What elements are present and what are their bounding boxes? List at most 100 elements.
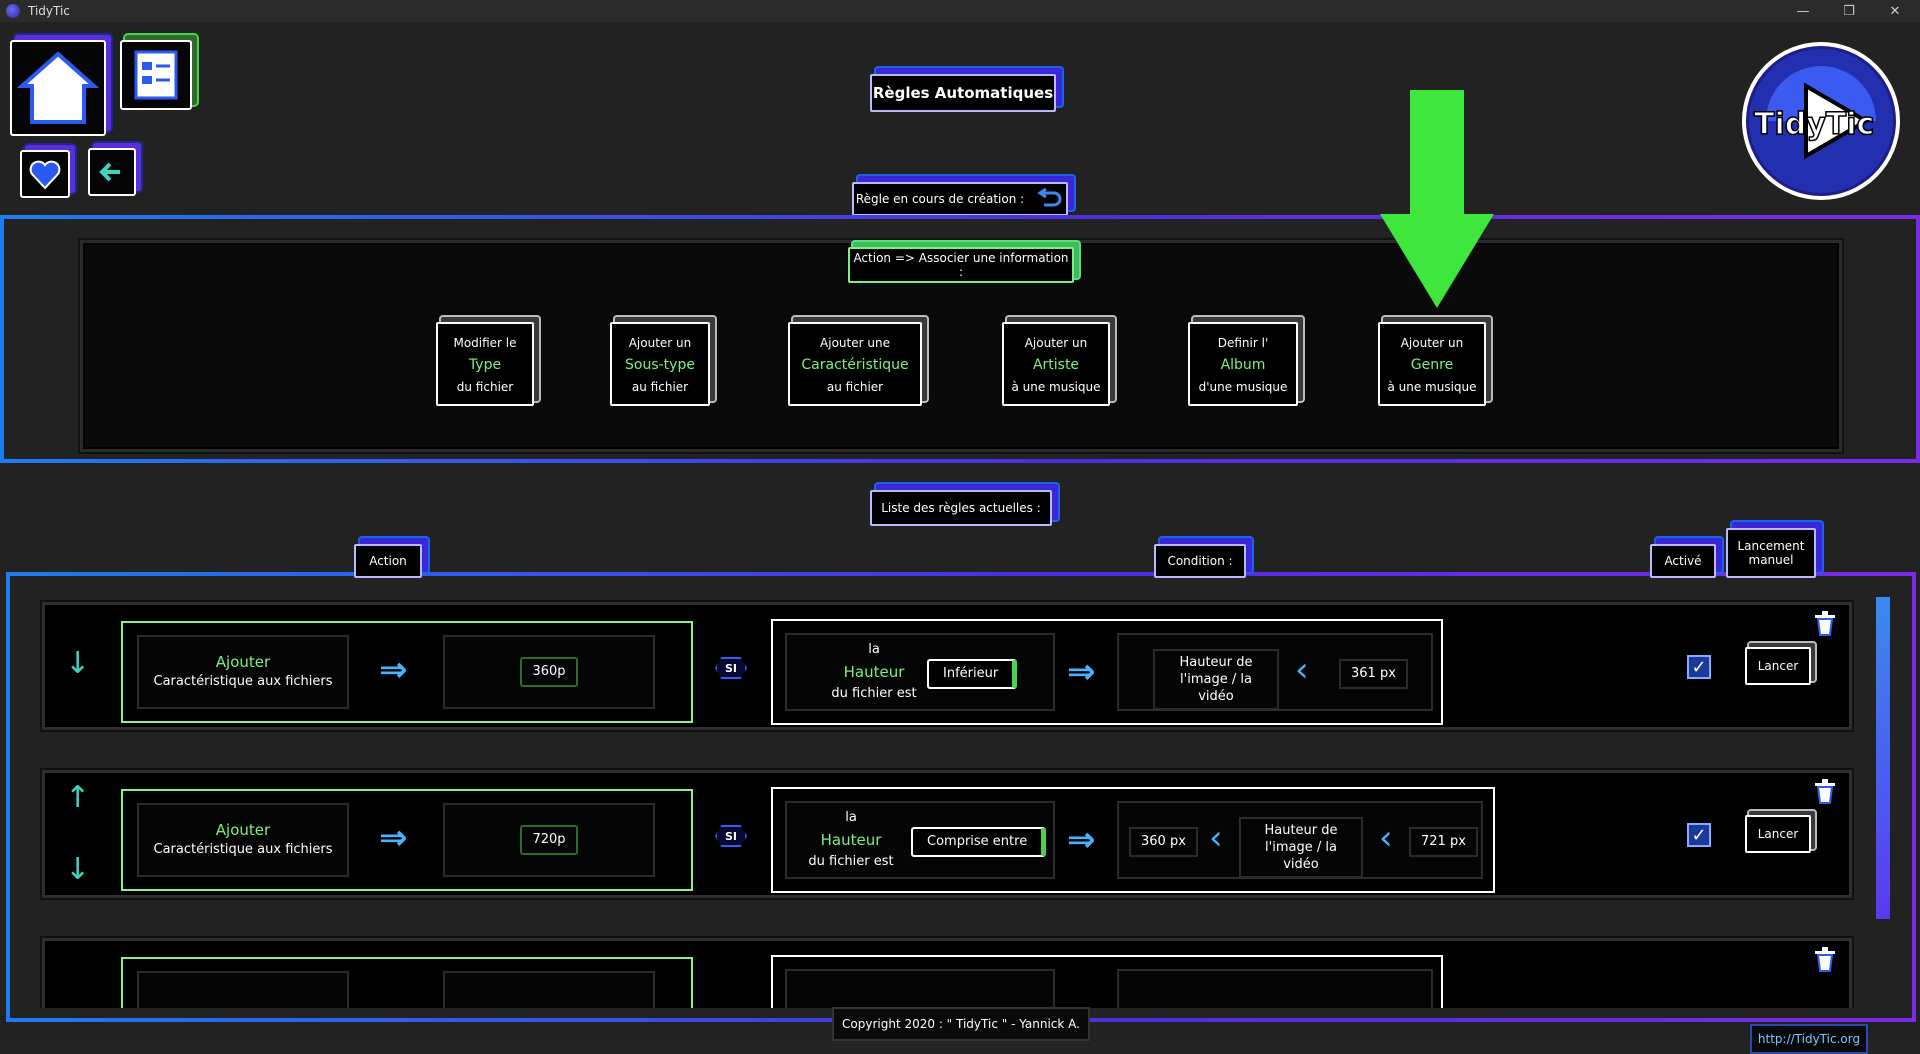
page-title: Règles Automatiques — [870, 74, 1056, 112]
home-icon — [16, 51, 100, 124]
option-genre-l3: à une musique — [1387, 380, 1477, 394]
footer-website-link[interactable]: http://TidyTic.org — [1750, 1024, 1868, 1054]
cond-attr: Hauteur — [843, 663, 905, 681]
rules-list-viewport[interactable]: ↓ Ajouter Caractéristique aux fichiers ⇒… — [14, 582, 1862, 1008]
cond-l3: du fichier est — [831, 686, 917, 701]
option-album-button[interactable]: Definir l' Album d'une musique — [1188, 322, 1298, 406]
rule-action-box: Ajouter Caractéristique aux fichiers ⇒ 3… — [121, 621, 693, 723]
column-condition-header: Condition : — [1154, 544, 1246, 578]
cond-bound: 361 px — [1339, 659, 1408, 689]
close-button[interactable]: ✕ — [1889, 3, 1901, 19]
rules-scrollbar[interactable] — [1876, 597, 1890, 919]
rule-condition-box: la Hauteur du fichier est Comprise entre… — [771, 787, 1495, 893]
column-manual-l1: Lancement — [1737, 539, 1805, 553]
task-list-button[interactable] — [120, 40, 192, 110]
arrow-right-icon: ⇒ — [1067, 652, 1096, 692]
cond-low-bound: 360 px — [1129, 827, 1198, 857]
main-page: Règles Automatiques TidyTic Règle en cou… — [0, 22, 1920, 1054]
column-manual-header: Lancement manuel — [1726, 528, 1816, 578]
option-album-l3: d'une musique — [1198, 380, 1288, 394]
option-genre-button[interactable]: Ajouter un Genre à une musique — [1378, 322, 1486, 406]
trash-icon[interactable] — [1813, 945, 1837, 973]
rule-row: ↑ ↓ Ajouter Caractéristique aux fichiers… — [42, 770, 1852, 898]
cond-operator[interactable]: Inférieur — [927, 659, 1018, 689]
option-genre-l2: Genre — [1410, 357, 1454, 373]
option-characteristic-button[interactable]: Ajouter une Caractéristique au fichier — [788, 322, 922, 406]
option-subtype-button[interactable]: Ajouter un Sous-type au fichier — [610, 322, 710, 406]
less-than-icon: ‹ — [1209, 818, 1223, 858]
si-badge: SI — [715, 657, 747, 679]
rule-action-value — [443, 971, 655, 1008]
launch-button[interactable]: Lancer — [1745, 815, 1811, 853]
creation-label: Règle en cours de création : — [852, 182, 1068, 216]
option-artist-l3: à une musique — [1011, 380, 1101, 394]
rule-value: 720p — [520, 825, 578, 855]
move-down-icon[interactable]: ↓ — [65, 646, 91, 681]
task-list-icon — [134, 50, 178, 100]
arrow-right-icon: ⇒ — [379, 818, 408, 858]
cond-l1: la — [845, 810, 857, 825]
home-button[interactable] — [10, 40, 106, 136]
rule-value: 360p — [520, 657, 578, 687]
cond-operator[interactable]: Comprise entre — [911, 827, 1047, 857]
column-action-header: Action — [354, 544, 422, 578]
rule-condition-attr: la Hauteur du fichier est Comprise entre — [785, 801, 1055, 879]
green-down-arrow-icon — [1380, 90, 1494, 308]
rule-condition-compare: 360 px ‹ Hauteur de l'image / la vidéo ‹… — [1117, 801, 1483, 879]
rule-action-verb: Ajouter Caractéristique aux fichiers — [137, 635, 349, 709]
undo-icon[interactable] — [1034, 187, 1064, 211]
cmp-l2: l'image / la vidéo — [1265, 840, 1337, 872]
move-up-icon[interactable]: ↑ — [65, 780, 91, 815]
back-button[interactable] — [88, 148, 136, 196]
active-checkbox[interactable]: ✓ — [1687, 655, 1711, 679]
window-titlebar: TidyTic — ❐ ✕ — [0, 0, 1920, 22]
restore-button[interactable]: ❐ — [1843, 3, 1855, 19]
rule-action-box — [121, 957, 693, 1008]
trash-icon[interactable] — [1813, 609, 1837, 637]
trash-icon[interactable] — [1813, 777, 1837, 805]
logo-icon: TidyTic — [1749, 49, 1893, 193]
minimize-button[interactable]: — — [1796, 3, 1810, 19]
column-active-header: Activé — [1650, 544, 1716, 578]
less-than-icon: ‹ — [1379, 818, 1393, 858]
app-icon — [6, 4, 20, 18]
move-down-icon[interactable]: ↓ — [65, 852, 91, 887]
cond-high-bound: 721 px — [1409, 827, 1478, 857]
cond-compare-label: Hauteur de l'image / la vidéo — [1153, 649, 1279, 710]
rule-row — [42, 938, 1852, 1008]
arrow-right-icon: ⇒ — [379, 650, 408, 690]
cmp-l1: Hauteur de — [1179, 655, 1253, 670]
rule-action-verb: Ajouter Caractéristique aux fichiers — [137, 803, 349, 877]
rule-verb: Ajouter — [215, 653, 271, 671]
launch-button[interactable]: Lancer — [1745, 647, 1811, 685]
option-subtype-l3: au fichier — [631, 380, 689, 394]
option-artist-l1: Ajouter un — [1024, 336, 1088, 350]
footer-copyright: Copyright 2020 : " TidyTic " - Yannick A… — [832, 1007, 1090, 1041]
option-artist-l2: Artiste — [1032, 357, 1080, 373]
rule-row: ↓ Ajouter Caractéristique aux fichiers ⇒… — [42, 602, 1852, 730]
active-checkbox[interactable]: ✓ — [1687, 823, 1711, 847]
logo-text: TidyTic — [1754, 107, 1874, 142]
rule-condition-attr — [785, 969, 1055, 1008]
rule-action-value: 360p — [443, 635, 655, 709]
cond-l1: la — [868, 642, 880, 657]
option-subtype-l1: Ajouter un — [628, 336, 692, 350]
heart-icon — [29, 160, 61, 190]
si-badge: SI — [715, 825, 747, 847]
option-characteristic-l2: Caractéristique — [801, 357, 909, 373]
window-title: TidyTic — [28, 4, 70, 18]
favorites-button[interactable] — [20, 150, 70, 198]
cond-attr: Hauteur — [820, 831, 882, 849]
option-subtype-l2: Sous-type — [625, 357, 695, 373]
cond-compare-label: Hauteur de l'image / la vidéo — [1239, 817, 1363, 878]
creation-label-text: Règle en cours de création : — [855, 192, 1025, 206]
back-arrow-icon — [99, 162, 120, 182]
tidytic-logo: TidyTic — [1742, 42, 1900, 200]
cond-l3: du fichier est — [808, 854, 894, 869]
option-type-button[interactable]: Modifier le Type du fichier — [436, 322, 534, 406]
option-artist-button[interactable]: Ajouter un Artiste à une musique — [1002, 322, 1110, 406]
arrow-right-icon: ⇒ — [1067, 820, 1096, 860]
less-than-icon: ‹ — [1295, 650, 1309, 690]
cmp-l1: Hauteur de — [1264, 823, 1338, 838]
rule-verb: Ajouter — [215, 821, 271, 839]
